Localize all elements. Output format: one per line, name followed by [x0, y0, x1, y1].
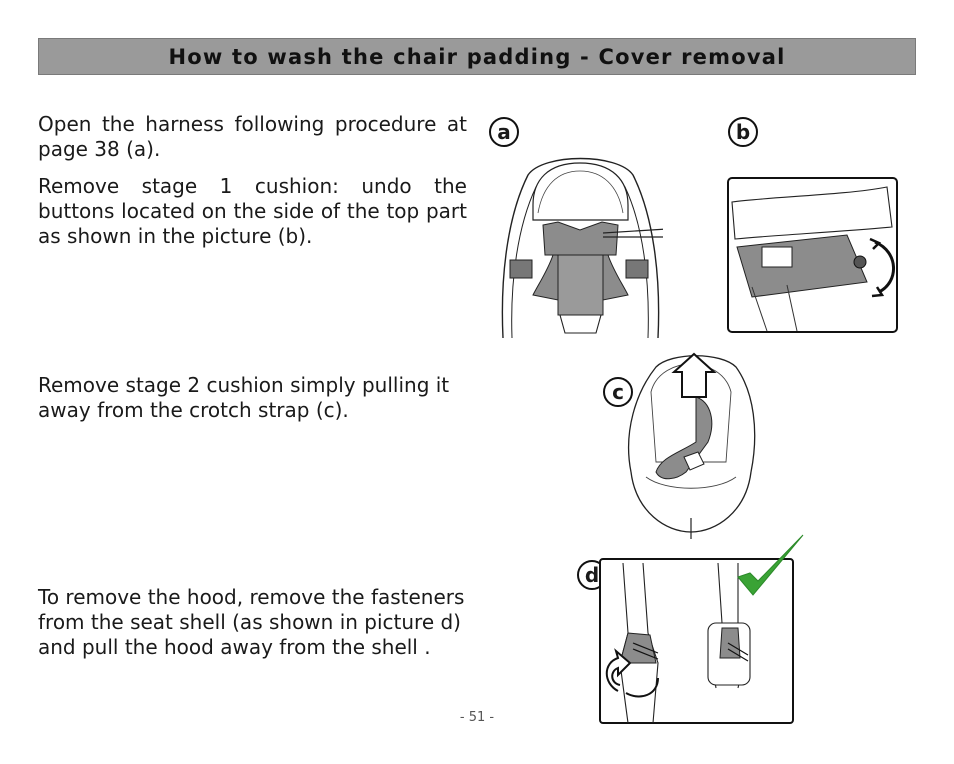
button-detail-illustration	[727, 177, 898, 333]
figure-label-a: a	[489, 117, 519, 147]
hood-fastener-illustration	[599, 534, 804, 724]
section-title: How to wash the chair padding - Cover re…	[168, 44, 786, 69]
figure-label-d: d	[577, 560, 607, 590]
section-header: How to wash the chair padding - Cover re…	[38, 38, 916, 75]
instruction-remove-stage2: Remove stage 2 cushion simply pulling it…	[38, 373, 450, 422]
instruction-open-harness: Open the harness following procedure at …	[38, 112, 467, 161]
instruction-remove-hood: To remove the hood, remove the fasteners…	[38, 585, 465, 659]
page-number: - 51 -	[459, 710, 495, 725]
car-seat-harness-open-illustration	[501, 157, 663, 339]
instruction-remove-stage1: Remove stage 1 cushion: undo the buttons…	[38, 174, 467, 248]
car-seat-cushion-pull-illustration	[627, 352, 756, 539]
figure-label-c: c	[603, 377, 633, 407]
figure-label-b: b	[728, 117, 758, 147]
